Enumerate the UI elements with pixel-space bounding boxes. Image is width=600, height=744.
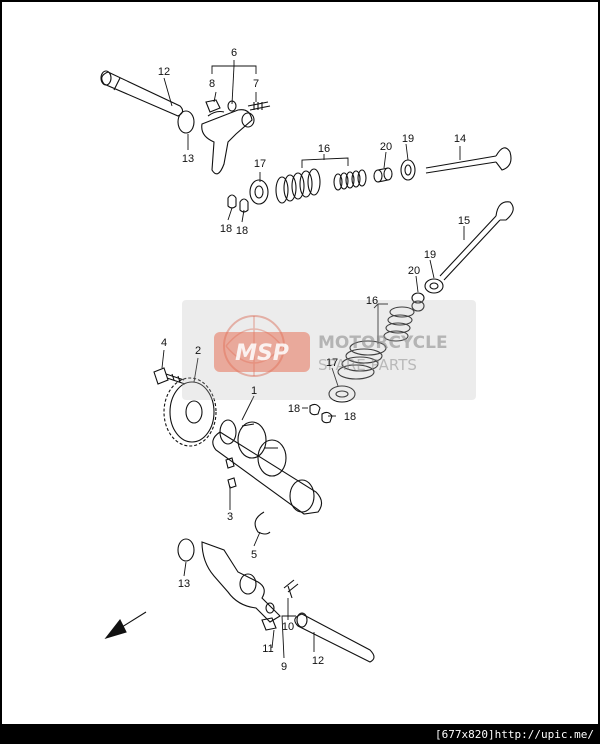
parts-diagram: MSP MOTORCYCLE SPARE PARTS 12 6 8 7 13 1… bbox=[100, 47, 514, 673]
direction-arrow bbox=[104, 611, 147, 640]
parts-diagram-canvas: MSP MOTORCYCLE SPARE PARTS 12 6 8 7 13 1… bbox=[2, 2, 598, 724]
bolt-4 bbox=[153, 367, 186, 385]
part-label: 14 bbox=[454, 133, 466, 145]
valve-springs-upper bbox=[275, 168, 367, 204]
part-label: 1 bbox=[251, 385, 257, 397]
o-ring-lower bbox=[177, 538, 195, 562]
part-label: 12 bbox=[312, 655, 324, 667]
camshaft-1 bbox=[212, 419, 323, 515]
cotter-upper-a bbox=[227, 194, 237, 209]
part-label: 10 bbox=[282, 621, 294, 633]
part-label: 16 bbox=[318, 143, 330, 155]
cam-sprocket-2 bbox=[163, 377, 217, 447]
part-label: 18 bbox=[344, 411, 356, 423]
part-label: 11 bbox=[262, 643, 273, 655]
part-label: 13 bbox=[178, 578, 190, 590]
part-label: 20 bbox=[408, 265, 420, 277]
part-label: 9 bbox=[281, 661, 287, 673]
part-label: 15 bbox=[458, 215, 470, 227]
o-ring-upper bbox=[177, 110, 195, 134]
part-label: 6 bbox=[231, 47, 237, 59]
valve-intake-15 bbox=[439, 201, 514, 281]
part-label: 7 bbox=[253, 78, 259, 90]
part-label: 17 bbox=[254, 158, 266, 170]
image-host-footer: [677x820]http://upic.me/ bbox=[0, 726, 600, 744]
part-label: 18 bbox=[236, 225, 248, 237]
valve-seal-upper bbox=[373, 167, 393, 183]
retainer-upper bbox=[249, 179, 269, 205]
rocker-shaft-upper bbox=[100, 70, 184, 117]
part-label: 2 bbox=[195, 345, 201, 357]
part-label: 16 bbox=[366, 295, 378, 307]
valve-seal-lower bbox=[411, 292, 425, 304]
pin-3 bbox=[225, 457, 237, 489]
part-label: 18 bbox=[288, 403, 300, 415]
part-label: 12 bbox=[158, 66, 170, 78]
part-label: 19 bbox=[424, 249, 436, 261]
rocker-arm-lower bbox=[201, 541, 281, 623]
watermark-logo: MSP bbox=[235, 341, 289, 366]
nut-8 bbox=[205, 99, 221, 113]
spring-seat-upper bbox=[400, 159, 416, 181]
valve-springs-lower bbox=[337, 306, 415, 380]
watermark: MSP MOTORCYCLE SPARE PARTS bbox=[182, 300, 476, 400]
part-label: 4 bbox=[161, 337, 167, 349]
rocker-shaft-lower bbox=[294, 612, 375, 663]
adjust-screw-7 bbox=[247, 101, 271, 111]
footer-text: [677x820]http://upic.me/ bbox=[435, 728, 594, 741]
clip-5 bbox=[254, 511, 271, 535]
spring-seat-lower bbox=[424, 278, 444, 294]
part-label: 19 bbox=[402, 133, 414, 145]
watermark-line2: SPARE PARTS bbox=[318, 356, 417, 374]
part-label: 18 bbox=[220, 223, 232, 235]
nut-11 bbox=[261, 617, 277, 631]
part-label: 17 bbox=[326, 357, 338, 369]
retainer-lower bbox=[328, 385, 356, 403]
watermark-line1: MOTORCYCLE bbox=[318, 333, 448, 353]
valve-exhaust-14 bbox=[425, 147, 512, 174]
adjust-screw-10 bbox=[283, 579, 299, 599]
watermark-logo-badge bbox=[214, 332, 310, 372]
cotter-upper-b bbox=[239, 198, 249, 213]
part-label: 3 bbox=[227, 511, 233, 523]
part-label: 8 bbox=[209, 78, 215, 90]
cotter-lower-a bbox=[309, 403, 321, 416]
part-label: 5 bbox=[251, 549, 257, 561]
part-label: 20 bbox=[380, 141, 392, 153]
cotter-lower-b bbox=[321, 411, 333, 424]
part-label: 13 bbox=[182, 153, 194, 165]
